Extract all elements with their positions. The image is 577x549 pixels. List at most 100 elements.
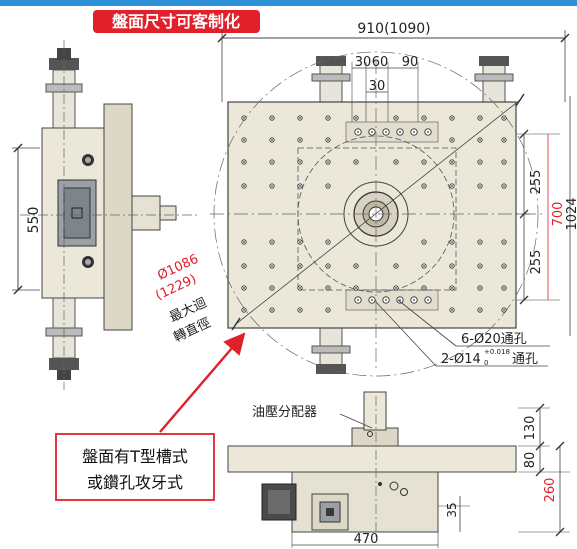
mounting-hole-center — [413, 131, 415, 133]
dim-130: 130 — [523, 416, 538, 441]
mounting-hole-center — [327, 265, 329, 267]
plan-view: 910(1090) — [153, 21, 577, 377]
mounting-hole-center — [423, 287, 425, 289]
mounting-hole-center — [299, 139, 301, 141]
mounting-hole-center — [299, 117, 301, 119]
mounting-hole-center — [503, 139, 505, 141]
mounting-hole-center — [451, 287, 453, 289]
mounting-hole-center — [451, 117, 453, 119]
mounting-hole-center — [327, 309, 329, 311]
mounting-hole-center — [327, 139, 329, 141]
mounting-hole-center — [479, 161, 481, 163]
dim-1024: 1024 — [565, 197, 577, 230]
dim-910: 910(1090) — [357, 21, 430, 37]
mounting-hole-center — [271, 185, 273, 187]
mounting-hole-center — [451, 241, 453, 243]
mounting-hole-center — [243, 185, 245, 187]
mounting-hole-center — [503, 287, 505, 289]
mounting-hole-center — [503, 117, 505, 119]
dim-700: 700 — [551, 202, 566, 227]
mounting-hole-center — [355, 161, 357, 163]
mounting-hole-center — [243, 117, 245, 119]
mounting-hole-center — [327, 185, 329, 187]
mounting-hole-center — [299, 265, 301, 267]
mounting-hole-center — [243, 265, 245, 267]
mounting-hole-center — [371, 131, 373, 133]
mounting-hole-center — [271, 309, 273, 311]
mounting-hole-center — [503, 309, 505, 311]
mounting-hole-center — [423, 117, 425, 119]
mounting-hole-center — [399, 131, 401, 133]
mounting-hole-center — [299, 287, 301, 289]
dim-260: 260 — [543, 478, 558, 503]
mounting-hole-center — [357, 299, 359, 301]
mounting-hole-center — [355, 117, 357, 119]
mounting-hole-center — [271, 139, 273, 141]
mounting-hole-center — [243, 161, 245, 163]
hole-tol-minus: 0 — [484, 359, 488, 367]
mounting-hole-center — [451, 309, 453, 311]
side-view: 550 — [12, 40, 200, 390]
mounting-hole-center — [451, 139, 453, 141]
mounting-hole-center — [385, 131, 387, 133]
front-view: 油壓分配器 130 80 260 35 470 — [227, 391, 570, 548]
mounting-hole-center — [243, 309, 245, 311]
plate-type-callout: 盤面有T型槽式 或鑽孔攻牙式 — [55, 332, 246, 501]
mounting-hole-center — [503, 241, 505, 243]
mounting-hole-center — [243, 241, 245, 243]
hole-note-2: 2-Ø14 — [441, 352, 481, 367]
mounting-hole-center — [423, 185, 425, 187]
mounting-hole-center — [271, 265, 273, 267]
mounting-hole-center — [503, 265, 505, 267]
hole-tol-plus: +0.018 — [484, 348, 510, 356]
mounting-hole-center — [479, 287, 481, 289]
mounting-hole-center — [271, 117, 273, 119]
dim-90: 90 — [402, 55, 419, 70]
dim-80: 80 — [523, 452, 538, 469]
top-stripe — [0, 0, 577, 6]
mounting-hole-center — [243, 139, 245, 141]
mounting-hole-center — [299, 161, 301, 163]
hole-note-2-suffix: 通孔 — [512, 352, 538, 367]
mounting-hole-center — [427, 131, 429, 133]
mounting-hole-center — [479, 265, 481, 267]
mounting-hole-center — [357, 131, 359, 133]
mounting-hole-center — [423, 265, 425, 267]
mounting-hole-center — [503, 185, 505, 187]
title-badge: 盤面尺寸可客制化 — [93, 10, 260, 33]
mounting-hole-center — [327, 241, 329, 243]
dim-470: 470 — [354, 532, 379, 547]
mounting-hole-center — [451, 185, 453, 187]
mounting-hole-center — [271, 161, 273, 163]
mounting-hole-center — [479, 185, 481, 187]
dim-35: 35 — [445, 502, 459, 517]
mounting-hole-center — [395, 265, 397, 267]
mounting-hole-center — [395, 117, 397, 119]
mounting-hole-center — [479, 309, 481, 311]
mounting-hole-center — [327, 161, 329, 163]
mounting-hole-center — [399, 299, 401, 301]
mounting-hole-center — [327, 287, 329, 289]
title-text: 盤面尺寸可客制化 — [112, 12, 240, 31]
mounting-hole-center — [395, 287, 397, 289]
dim-550: 550 — [26, 207, 42, 234]
hole-note-1: 6-Ø20通孔 — [461, 332, 527, 347]
mounting-hole-center — [243, 287, 245, 289]
mounting-hole-center — [355, 287, 357, 289]
mounting-hole-center — [503, 161, 505, 163]
mounting-hole-center — [385, 299, 387, 301]
dim-30b: 30 — [369, 79, 386, 94]
mounting-hole-center — [451, 265, 453, 267]
mounting-hole-center — [327, 117, 329, 119]
mounting-hole-center — [451, 161, 453, 163]
mounting-hole-center — [423, 241, 425, 243]
mounting-hole-center — [479, 139, 481, 141]
mounting-hole-center — [271, 241, 273, 243]
mounting-hole-center — [299, 309, 301, 311]
mounting-hole-center — [299, 241, 301, 243]
dim-255-top: 255 — [529, 170, 544, 195]
mounting-hole-center — [479, 117, 481, 119]
mounting-hole-center — [299, 185, 301, 187]
dim-60: 60 — [372, 55, 389, 70]
